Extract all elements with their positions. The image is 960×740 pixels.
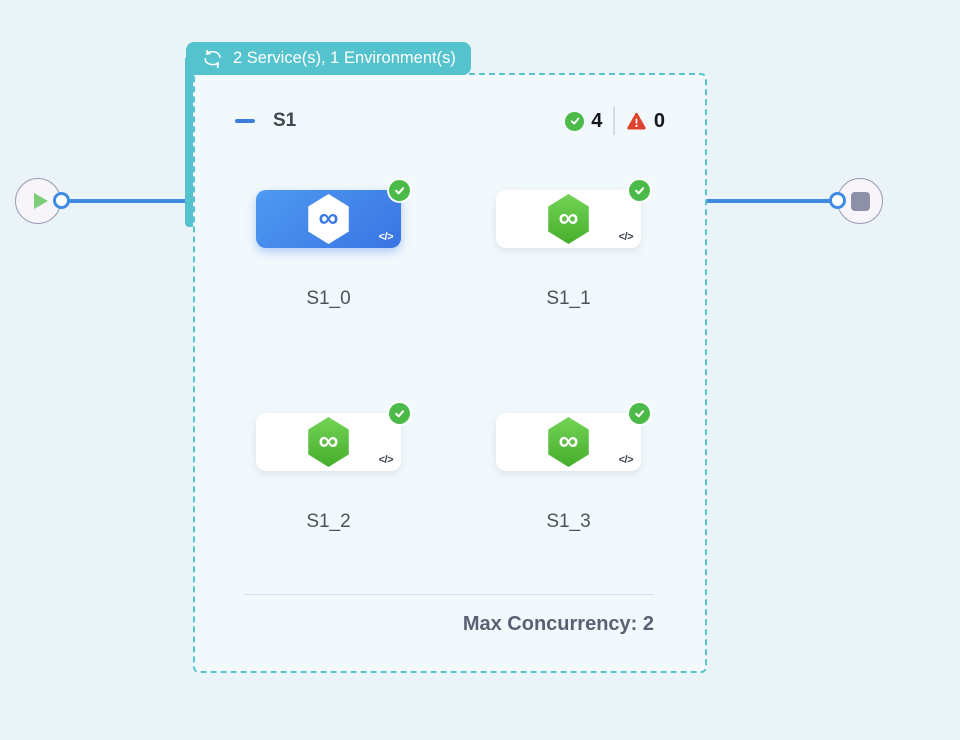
max-concurrency-label: Max Concurrency: 2 — [462, 613, 654, 635]
matrix-summary-badge[interactable]: 2 Service(s), 1 Environment(s) — [186, 42, 471, 75]
connector-port-start[interactable] — [53, 192, 70, 209]
status-success-icon — [629, 403, 650, 424]
service-label: S1_1 — [546, 288, 591, 309]
error-count: 0 — [653, 109, 665, 132]
service-cell: ∞ </> S1_2 — [256, 403, 410, 533]
code-icon: </> — [618, 231, 634, 243]
service-card[interactable]: ∞ </> — [496, 180, 650, 248]
code-icon: </> — [378, 454, 394, 466]
edge-start-to-stage — [62, 199, 187, 203]
collapse-dash-icon[interactable] — [235, 119, 255, 123]
matrix-summary-label: 2 Service(s), 1 Environment(s) — [233, 49, 456, 67]
infinity-icon: ∞ — [558, 201, 579, 233]
play-icon — [33, 193, 48, 209]
stop-icon — [850, 191, 870, 211]
infinity-icon: ∞ — [318, 424, 339, 456]
status-success-icon — [629, 180, 650, 201]
status-success-icon — [389, 403, 410, 424]
code-icon: </> — [618, 454, 634, 466]
service-label: S1_2 — [306, 511, 351, 532]
infinity-icon: ∞ — [318, 201, 339, 233]
service-card[interactable]: ∞ </> — [496, 403, 650, 471]
stage-header: S1 4 0 — [235, 105, 665, 137]
service-hexagon-icon: ∞ — [548, 194, 589, 244]
service-label: S1_3 — [546, 511, 591, 532]
edge-stage-to-end — [706, 199, 831, 203]
status-success-icon — [389, 180, 410, 201]
success-count: 4 — [591, 109, 603, 132]
service-cell: ∞ </> S1_3 — [496, 403, 650, 533]
loop-icon — [201, 49, 224, 69]
code-icon: </> — [378, 231, 394, 243]
service-hexagon-icon: ∞ — [308, 194, 349, 244]
service-hexagon-icon: ∞ — [308, 417, 349, 467]
stage-name: S1 — [273, 110, 297, 131]
matrix-accent-strip — [185, 58, 195, 227]
service-card[interactable]: ∞ </> — [256, 180, 410, 248]
infinity-icon: ∞ — [558, 424, 579, 456]
error-count-icon — [626, 111, 647, 132]
service-card[interactable]: ∞ </> — [256, 403, 410, 471]
service-cell: ∞ </> S1_0 — [256, 180, 410, 310]
connector-port-end[interactable] — [829, 192, 846, 209]
footer-divider — [244, 594, 654, 595]
service-cell: ∞ </> S1_1 — [496, 180, 650, 310]
success-count-icon — [565, 111, 585, 131]
service-hexagon-icon: ∞ — [548, 417, 589, 467]
stage-container: S1 4 0 — [193, 73, 707, 673]
count-divider — [613, 107, 615, 135]
service-label: S1_0 — [306, 288, 351, 309]
